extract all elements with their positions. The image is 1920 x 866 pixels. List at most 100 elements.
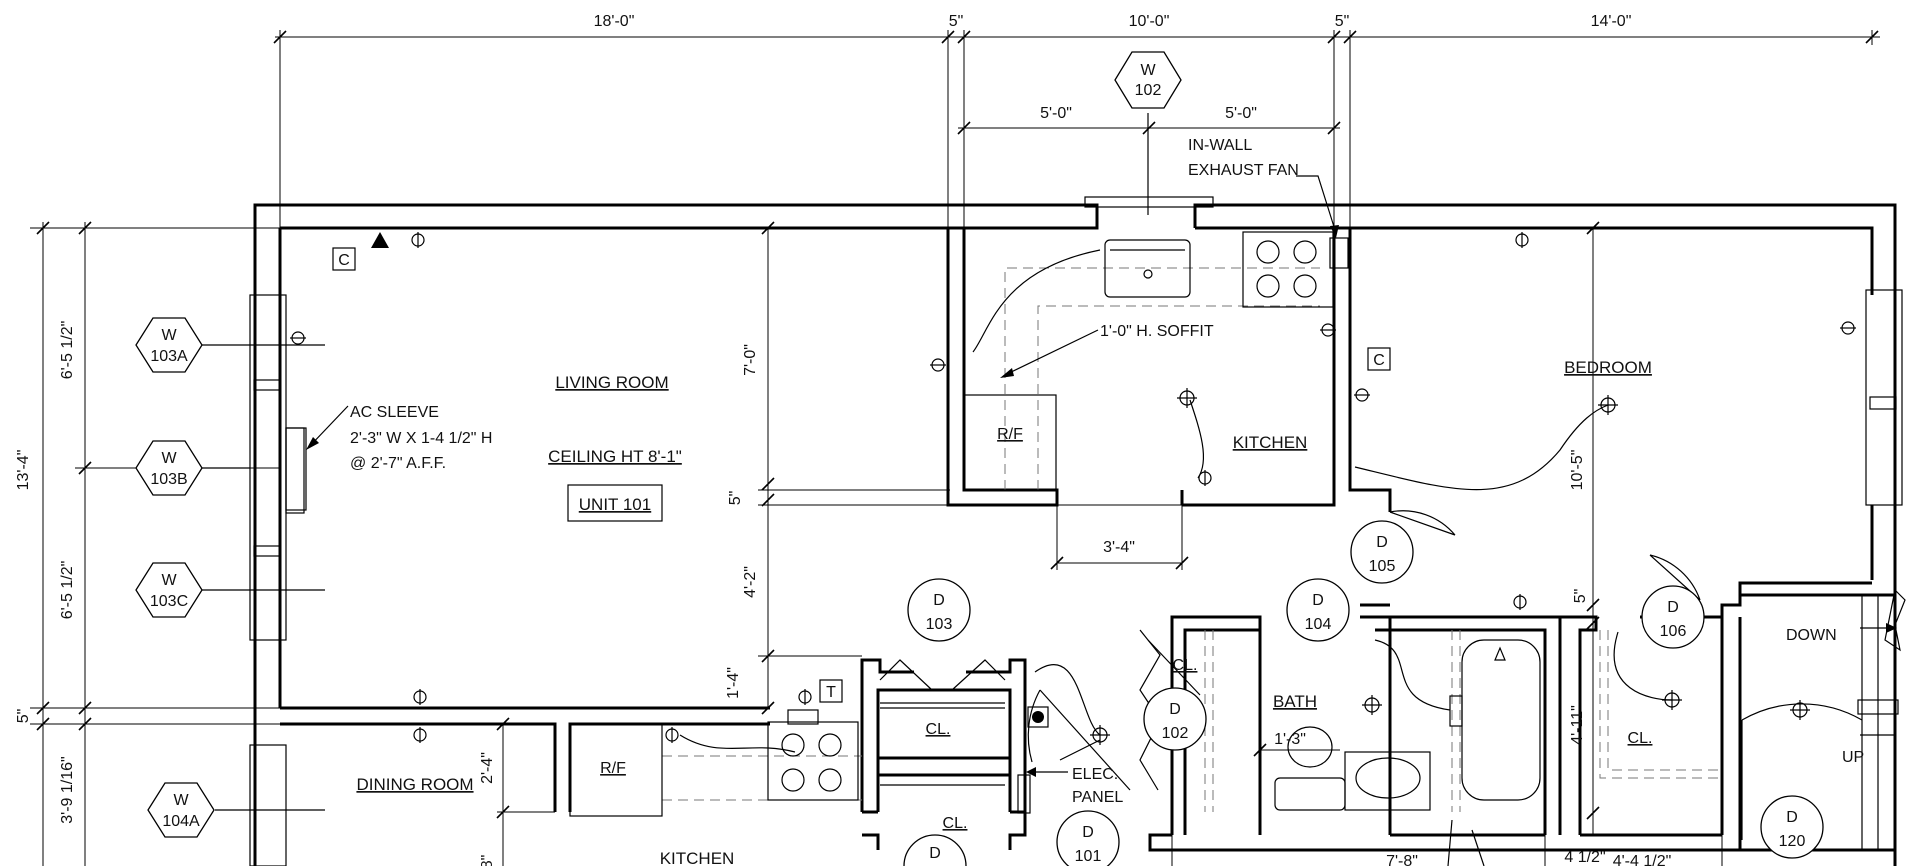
svg-text:W: W xyxy=(161,450,177,467)
ceiling-height: CEILING HT 8'-1" xyxy=(548,447,682,466)
svg-text:W: W xyxy=(161,572,177,589)
window-tags: W 102 W 103A W 103B W 103C W 104A xyxy=(135,51,1182,838)
room-labels: LIVING ROOM CEILING HT 8'-1" UNIT 101 KI… xyxy=(356,358,1652,866)
note-exhaust-1: IN-WALL xyxy=(1188,137,1252,154)
interior-dimensions: 7'-0" 5" 4'-2" 1'-4" 3'-4" 10'-5" 2'-4" … xyxy=(479,344,1671,866)
dim-inner-4: 1'-4" xyxy=(725,667,742,699)
svg-text:101: 101 xyxy=(1075,848,1102,865)
room-dining: DINING ROOM xyxy=(356,775,473,794)
room-bath: BATH xyxy=(1273,692,1317,711)
walls xyxy=(249,196,1903,866)
window-tag-103b: W 103B xyxy=(135,440,250,496)
dim-inner-5: 3'-4" xyxy=(1103,539,1135,556)
svg-text:102: 102 xyxy=(1162,725,1189,742)
room-bedroom: BEDROOM xyxy=(1564,358,1652,377)
svg-text:102: 102 xyxy=(1135,82,1162,99)
dim-sub-2: 5'-0" xyxy=(1225,105,1257,122)
svg-text:D: D xyxy=(1786,809,1798,826)
door-tag-102: D 102 xyxy=(1143,687,1207,751)
note-ac-1: AC SLEEVE xyxy=(350,404,439,421)
note-ac-2: 2'-3" W X 1-4 1/2" H xyxy=(350,430,492,447)
svg-text:104: 104 xyxy=(1305,616,1332,633)
bath-sink-icon xyxy=(1344,751,1431,811)
svg-text:W: W xyxy=(161,327,177,344)
door-tag-lower: D xyxy=(903,834,967,866)
dim-left-2: 13'-4" xyxy=(15,450,32,491)
tag-t: T xyxy=(826,684,836,701)
door-tag-104: D 104 xyxy=(1286,578,1350,642)
svg-text:104A: 104A xyxy=(162,813,200,830)
room-kitchen-upper: KITCHEN xyxy=(1233,433,1308,452)
room-living: LIVING ROOM xyxy=(555,373,668,392)
dim-inner-6: 10'-5" xyxy=(1569,450,1586,491)
fridge-label-2: R/F xyxy=(600,760,626,777)
fixtures xyxy=(285,175,1906,866)
fridge-label-1: R/F xyxy=(997,426,1023,443)
dim-inner-14: 8" xyxy=(479,855,496,866)
note-down: DOWN xyxy=(1786,627,1837,644)
door-tag-106: D 106 xyxy=(1641,585,1705,649)
svg-text:105: 105 xyxy=(1369,558,1396,575)
note-soffit: 1'-0" H. SOFFIT xyxy=(1100,323,1214,340)
svg-text:106: 106 xyxy=(1660,623,1687,640)
door-tag-101: D 101 xyxy=(1056,810,1120,866)
svg-text:D: D xyxy=(929,845,941,862)
dim-inner-3: 4'-2" xyxy=(742,566,759,598)
toilet-icon xyxy=(1287,726,1333,768)
svg-text:103C: 103C xyxy=(150,593,188,610)
svg-text:D: D xyxy=(1082,824,1094,841)
svg-text:103B: 103B xyxy=(150,471,187,488)
note-elec-1: ELEC. xyxy=(1072,766,1118,783)
left-dimension-string: 6'-5 1/2" 13'-4" 6'-5 1/2" 5" 3'-9 1/16" xyxy=(15,221,280,866)
note-exhaust-2: EXHAUST FAN xyxy=(1188,162,1299,179)
svg-text:103: 103 xyxy=(926,616,953,633)
note-up: UP xyxy=(1842,749,1864,766)
door-tags: D 105 D 103 D 104 D 106 D 102 D 101 xyxy=(903,520,1824,866)
tag-c-1: C xyxy=(338,252,350,269)
dim-inner-13: 4'-4 1/2" xyxy=(1613,853,1672,866)
dim-inner-2: 5" xyxy=(727,491,744,506)
closet-2: CL. xyxy=(926,721,951,738)
door-tag-103: D 103 xyxy=(907,578,971,642)
note-ac-3: @ 2'-7" A.F.F. xyxy=(350,455,446,472)
dim-left-3: 6'-5 1/2" xyxy=(59,561,76,620)
dim-sub-1: 5'-0" xyxy=(1040,105,1072,122)
dim-left-4: 5" xyxy=(15,709,32,724)
svg-text:103A: 103A xyxy=(150,348,188,365)
svg-text:D: D xyxy=(1312,592,1324,609)
dim-inner-11: 7'-8" xyxy=(1386,853,1418,866)
dim-left-5: 3'-9 1/16" xyxy=(59,756,76,823)
tag-c-2: C xyxy=(1373,352,1385,369)
small-tags: C C T xyxy=(332,247,1391,703)
dim-inner-10: 1'-3" xyxy=(1274,731,1306,748)
dim-top-4: 5" xyxy=(1335,13,1350,30)
closet-3: CL. xyxy=(943,815,968,832)
dim-inner-1: 7'-0" xyxy=(742,344,759,376)
svg-text:D: D xyxy=(1169,701,1181,718)
svg-text:D: D xyxy=(933,592,945,609)
svg-text:D: D xyxy=(1667,599,1679,616)
fridge-icon xyxy=(963,394,1057,491)
door-tag-105: D 105 xyxy=(1350,520,1414,584)
notes: AC SLEEVE 2'-3" W X 1-4 1/2" H @ 2'-7" A… xyxy=(350,137,1864,806)
svg-text:W: W xyxy=(173,792,189,809)
top-dimension-string: 18'-0" 5" 10'-0" 5" 14'-0" 5'-0" 5'-0" xyxy=(273,13,1880,230)
sink-icon xyxy=(1104,239,1191,298)
dim-top-1: 18'-0" xyxy=(594,13,635,30)
bathtub-icon xyxy=(1461,639,1541,801)
dim-left-1: 6'-5 1/2" xyxy=(59,321,76,380)
dim-inner-9: 4'-11" xyxy=(1569,705,1586,745)
dim-inner-7: 2'-4" xyxy=(479,752,496,784)
svg-text:W: W xyxy=(1140,62,1156,79)
door-tag-120: D 120 xyxy=(1760,795,1824,859)
window-tag-103a: W 103A xyxy=(135,317,325,373)
svg-text:D: D xyxy=(1376,534,1388,551)
window-tag-102: W 102 xyxy=(1114,51,1182,215)
room-kitchen-lower: KITCHEN xyxy=(660,849,735,866)
dim-top-3: 10'-0" xyxy=(1129,13,1170,30)
dim-inner-8: 5" xyxy=(1572,589,1589,604)
closet-1: CL. xyxy=(1173,657,1198,674)
stove-icon xyxy=(1242,231,1334,308)
dim-top-2: 5" xyxy=(949,13,964,30)
